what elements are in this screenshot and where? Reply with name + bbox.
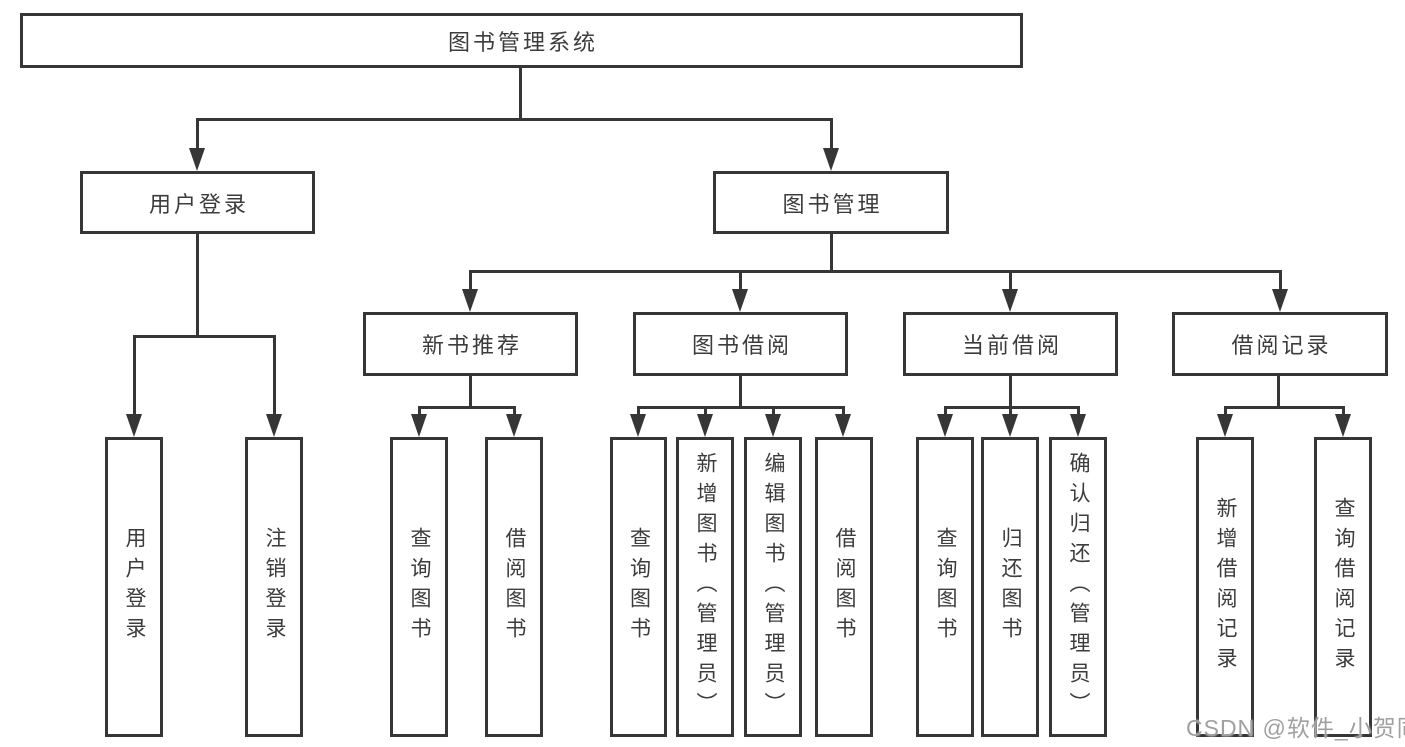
arrow-down-icon <box>506 414 522 437</box>
leaf-bb-add-books-admin-label: 新增图书（管理员） <box>694 452 718 722</box>
leaf-nb-borrow-books: 借阅图书 <box>485 437 543 737</box>
leaf-cb-query-books-label: 查询图书 <box>934 527 958 647</box>
connector-line <box>1224 406 1227 416</box>
leaf-bb-add-books-admin: 新增图书（管理员） <box>676 437 734 737</box>
node-book-management: 图书管理 <box>713 171 949 234</box>
leaf-cb-return-books-label: 归还图书 <box>999 527 1023 647</box>
leaf-user-login-label: 用户登录 <box>123 527 147 647</box>
connector-line <box>739 376 742 408</box>
connector-line <box>196 118 833 121</box>
connector-line <box>944 406 947 416</box>
leaf-nb-query-books: 查询图书 <box>390 437 448 737</box>
arrow-down-icon <box>1272 289 1288 312</box>
connector-line <box>830 234 833 272</box>
arrow-down-icon <box>411 414 427 437</box>
connector-line <box>196 118 199 150</box>
node-borrowing-records: 借阅记录 <box>1172 312 1388 376</box>
arrow-down-icon <box>823 148 839 171</box>
arrow-down-icon <box>697 414 713 437</box>
node-new-book-recommend-label: 新书推荐 <box>421 333 522 358</box>
connector-line <box>469 270 472 291</box>
arrow-down-icon <box>1002 289 1018 312</box>
arrow-down-icon <box>732 289 748 312</box>
connector-line <box>1009 270 1012 291</box>
arrow-down-icon <box>126 414 142 437</box>
arrow-down-icon <box>1002 414 1018 437</box>
connector-line <box>469 376 472 408</box>
leaf-bb-query-books-label: 查询图书 <box>627 527 651 647</box>
arrow-down-icon <box>1070 414 1086 437</box>
node-library-system: 图书管理系统 <box>20 13 1023 68</box>
connector-line <box>637 406 640 416</box>
connector-line <box>418 406 421 416</box>
arrow-down-icon <box>462 289 478 312</box>
connector-line <box>469 270 1282 273</box>
leaf-br-query-record-label: 查询借阅记录 <box>1332 497 1356 677</box>
leaf-cb-query-books: 查询图书 <box>916 437 974 737</box>
arrow-down-icon <box>765 414 781 437</box>
leaf-logout-label: 注销登录 <box>263 527 287 647</box>
connector-line <box>418 406 516 409</box>
arrow-down-icon <box>630 414 646 437</box>
connector-line <box>1077 406 1080 416</box>
node-user-login-label: 用户登录 <box>148 191 249 217</box>
node-new-book-recommend: 新书推荐 <box>363 312 578 376</box>
connector-line <box>1224 406 1344 409</box>
node-current-borrowing: 当前借阅 <box>903 312 1118 376</box>
connector-line <box>513 406 516 416</box>
connector-line <box>704 406 707 416</box>
arrow-down-icon <box>1335 414 1351 437</box>
connector-line <box>739 270 742 291</box>
leaf-cb-return-books: 归还图书 <box>981 437 1039 737</box>
arrow-down-icon <box>937 414 953 437</box>
node-book-management-label: 图书管理 <box>782 191 883 217</box>
connector-line <box>830 118 833 150</box>
connector-line <box>1009 376 1012 408</box>
leaf-br-query-record: 查询借阅记录 <box>1314 437 1372 737</box>
arrow-down-icon <box>835 414 851 437</box>
leaf-bb-borrow-books-label: 借阅图书 <box>833 527 857 647</box>
connector-line <box>1342 406 1345 416</box>
node-book-borrowing-label: 图书借阅 <box>691 333 792 358</box>
connector-line <box>1009 406 1012 416</box>
connector-line <box>842 406 845 416</box>
node-user-login: 用户登录 <box>80 171 315 234</box>
connector-line <box>772 406 775 416</box>
watermark: CSDN @软件_小贺同学 <box>1186 715 1405 741</box>
connector-line <box>1277 376 1280 408</box>
leaf-br-add-record-label: 新增借阅记录 <box>1214 497 1238 677</box>
node-current-borrowing-label: 当前借阅 <box>961 333 1062 358</box>
leaf-bb-borrow-books: 借阅图书 <box>815 437 873 737</box>
connector-line <box>196 234 199 338</box>
leaf-nb-query-books-label: 查询图书 <box>408 527 432 647</box>
leaf-br-add-record: 新增借阅记录 <box>1196 437 1254 737</box>
connector-line <box>133 335 276 338</box>
connector-line <box>1279 270 1282 291</box>
leaf-bb-edit-books-admin-label: 编辑图书（管理员） <box>762 452 786 722</box>
connector-line <box>944 406 1080 409</box>
leaf-user-login: 用户登录 <box>105 437 163 737</box>
leaf-logout: 注销登录 <box>245 437 303 737</box>
node-borrowing-records-label: 借阅记录 <box>1231 333 1332 358</box>
leaf-bb-query-books: 查询图书 <box>610 437 667 737</box>
connector-line <box>273 335 276 416</box>
node-book-borrowing: 图书借阅 <box>633 312 848 376</box>
leaf-bb-edit-books-admin: 编辑图书（管理员） <box>744 437 802 737</box>
leaf-nb-borrow-books-label: 借阅图书 <box>503 527 527 647</box>
node-library-system-label: 图书管理系统 <box>447 29 598 55</box>
leaf-cb-confirm-return-admin-label: 确认归还（管理员） <box>1067 452 1091 722</box>
connector-line <box>519 68 522 120</box>
connector-line <box>133 335 136 416</box>
arrow-down-icon <box>189 148 205 171</box>
arrow-down-icon <box>266 414 282 437</box>
arrow-down-icon <box>1217 414 1233 437</box>
connector-line <box>637 406 845 409</box>
leaf-cb-confirm-return-admin: 确认归还（管理员） <box>1049 437 1107 737</box>
